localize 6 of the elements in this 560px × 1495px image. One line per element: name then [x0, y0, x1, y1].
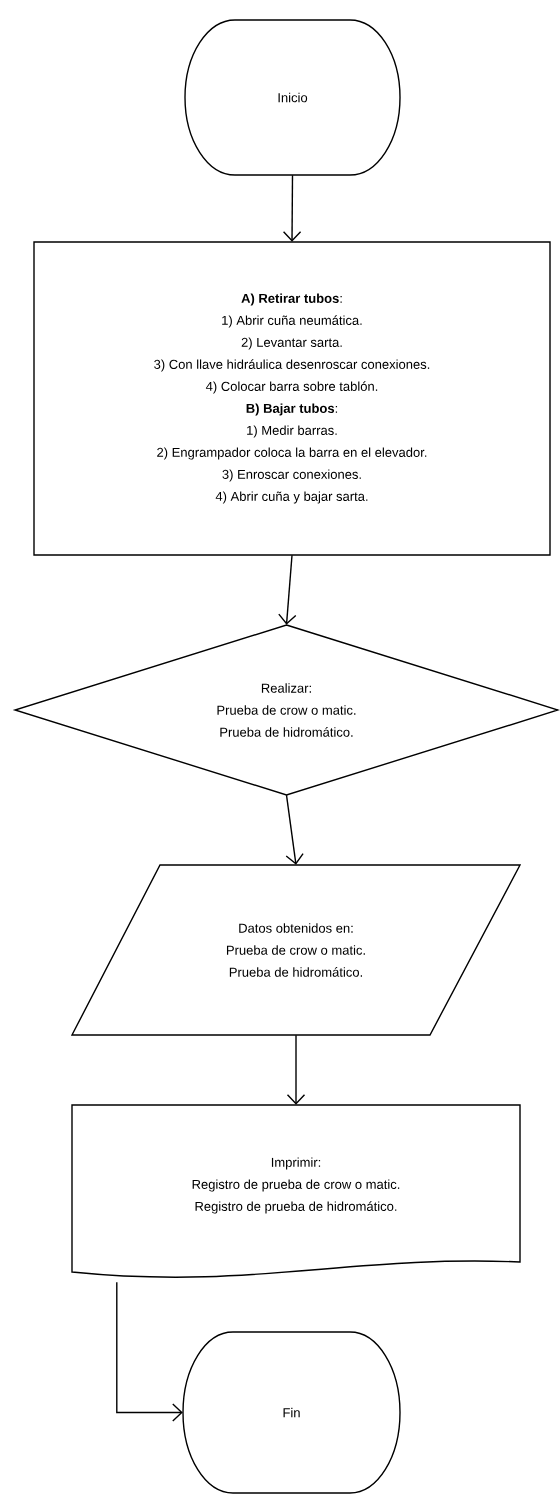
arrow	[286, 1034, 306, 1105]
arrow	[282, 174, 302, 242]
arrow	[116, 1281, 183, 1422]
arrow	[285, 794, 304, 865]
arrow	[278, 554, 297, 625]
process-box: A) Retirar tubos: 1) Abrir cuña neumática. 2) Levantar sarta. 3) Con llave hidráulica desenroscar conexiones. 4) Colocar barra sobre tablón. B) Bajar tubos: 1) Medir barras. 2) Engrampador coloca la barra en el elevador. 3) Enroscar conexiones. 4) Abrir cuña y bajar sarta.	[33, 241, 551, 556]
